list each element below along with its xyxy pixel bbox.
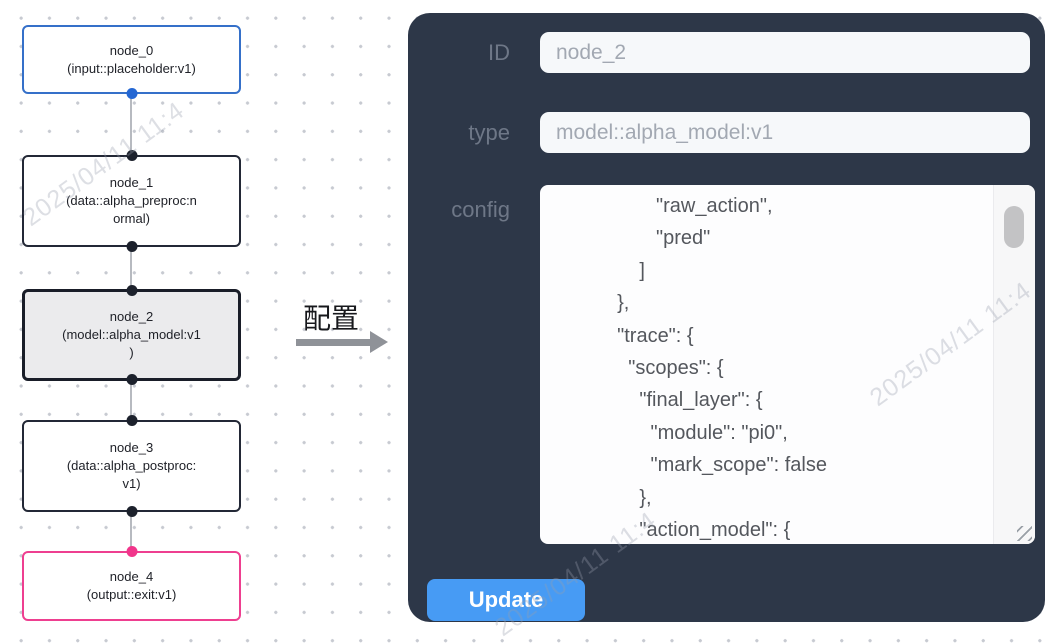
arrow-right-icon-head bbox=[370, 331, 388, 353]
resize-handle-icon[interactable] bbox=[1017, 526, 1032, 541]
graph-node-node_2[interactable]: node_2(model::alpha_model:v1) bbox=[22, 285, 241, 385]
input-port-node_1[interactable] bbox=[126, 150, 137, 161]
node-label-line: v1) bbox=[122, 476, 141, 491]
pipeline-graph: node_0(input::placeholder:v1)node_1(data… bbox=[0, 0, 400, 643]
output-port-node_1[interactable] bbox=[126, 241, 137, 252]
graph-node-node_4[interactable]: node_4(output::exit:v1) bbox=[22, 546, 241, 621]
input-port-node_2[interactable] bbox=[126, 285, 137, 296]
type-field-label: type bbox=[468, 120, 510, 145]
node-label-line: node_4 bbox=[109, 569, 154, 584]
node-label-line: node_0 bbox=[109, 42, 154, 58]
edge-node_3-to-node_4 bbox=[130, 512, 132, 551]
node-label-line: (data::alpha_postproc: bbox=[66, 458, 197, 473]
input-port-node_3[interactable] bbox=[126, 415, 137, 426]
config-textarea[interactable]: "raw_action", "pred" ] }, "trace": { "sc… bbox=[540, 185, 1035, 544]
node-label-line: (data::alpha_preproc:n bbox=[66, 193, 197, 208]
id-field-label: ID bbox=[488, 40, 510, 65]
update-button[interactable]: Update bbox=[427, 579, 585, 621]
config-json-text: "raw_action", "pred" ] }, "trace": { "sc… bbox=[617, 195, 827, 542]
output-port-node_3[interactable] bbox=[126, 506, 137, 517]
config-scrollbar-thumb[interactable] bbox=[1004, 206, 1024, 248]
edge-node_2-to-node_3 bbox=[130, 381, 132, 420]
node-config-panel: ID type config "raw_action", "pred" ] },… bbox=[408, 13, 1045, 622]
type-input[interactable] bbox=[540, 112, 1030, 153]
edge-node_0-to-node_1 bbox=[130, 94, 132, 155]
output-port-node_2[interactable] bbox=[126, 374, 137, 385]
node-label-line: node_2 bbox=[109, 309, 154, 324]
arrow-right-icon bbox=[296, 339, 370, 346]
node-label-line: node_1 bbox=[109, 175, 154, 190]
input-port-node_4[interactable] bbox=[126, 546, 137, 557]
graph-node-node_3[interactable]: node_3(data::alpha_postproc:v1) bbox=[22, 415, 241, 517]
node-label-line: (input::placeholder:v1) bbox=[67, 60, 196, 76]
graph-node-node_0[interactable]: node_0(input::placeholder:v1) bbox=[22, 25, 241, 99]
transfer-label: 配置 bbox=[302, 303, 359, 334]
node-label-line: ormal) bbox=[113, 211, 150, 226]
node-label-line: ) bbox=[129, 345, 134, 360]
config-scrollbar-track[interactable] bbox=[993, 185, 1035, 544]
config-field-label: config bbox=[451, 197, 510, 222]
node-label-line: (model::alpha_model:v1 bbox=[62, 327, 201, 342]
output-port-node_0[interactable] bbox=[126, 88, 137, 99]
node-label-line: node_3 bbox=[109, 440, 154, 455]
id-input[interactable] bbox=[540, 32, 1030, 73]
edge-node_1-to-node_2 bbox=[130, 247, 132, 289]
node-label-line: (output::exit:v1) bbox=[86, 587, 177, 602]
